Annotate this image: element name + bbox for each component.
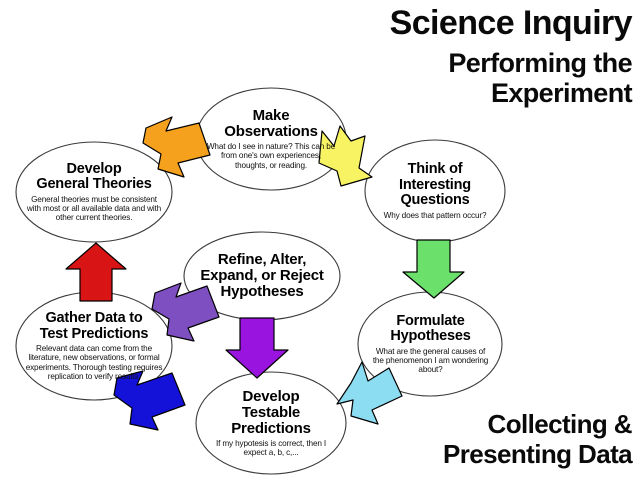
node-body: Why does that pattern occur? [383,210,487,220]
page-caption-line1: Collecting & [487,408,633,439]
node-body: What are the general causes of the pheno… [372,346,489,375]
node-title: Make Observations [224,107,318,141]
page-subtitle-line1: Performing the [448,48,632,78]
arrow-gather-to-theories [65,242,127,302]
node-think-questions[interactable]: Think of Interesting Questions Why does … [365,140,505,242]
node-formulate-hypotheses[interactable]: Formulate Hypotheses What are the genera… [358,292,503,396]
node-body: If my hypotesis is correct, then I expec… [215,438,327,458]
node-title: Formulate Hypotheses [390,312,471,345]
arrow-observations-to-questions [318,125,373,187]
node-develop-theories[interactable]: Develop General Theories General theorie… [16,142,172,242]
node-make-observations[interactable]: Make Observations What do I see in natur… [196,88,346,190]
ellipse-develop-predictions [195,371,347,475]
node-title: Gather Data to Test Predictions [39,310,149,342]
node-refine-hypotheses[interactable]: Refine, Alter, Expand, or Reject Hypothe… [184,232,340,320]
arrow-refine-to-predictions [225,317,289,379]
node-body: What do I see in nature? This can be fro… [206,142,336,170]
arrow-theories-to-observations [142,116,211,178]
page-subtitle: Performing the Experiment [448,48,632,108]
arrow-predictions-to-gather [113,370,186,431]
node-gather-data[interactable]: Gather Data to Test Predictions Relevant… [16,292,172,400]
arrow-hypotheses-to-predictions [336,361,403,425]
node-body: Relevant data can come from the literatu… [25,344,163,381]
page-title: Science Inquiry [389,4,633,42]
page-caption: Collecting & Presenting Data [443,408,633,470]
node-title: Develop General Theories [36,160,152,193]
page-caption-line2: Presenting Data [443,439,633,470]
node-title: Think of Interesting Questions [399,161,471,209]
node-title: Refine, Alter, Expand, or Reject Hypothe… [200,250,324,301]
node-body: General theories must be consistent with… [26,194,162,223]
page-subtitle-line2: Experiment [490,78,633,109]
arrow-questions-to-hypotheses [402,239,465,299]
ellipse-develop-theories [15,141,173,243]
node-develop-predictions[interactable]: Develop Testable Predictions If my hypot… [196,372,346,474]
node-title: Develop Testable Predictions [231,387,311,437]
node-ellipses [15,87,506,475]
arrow-refine-to-gather [151,282,220,342]
